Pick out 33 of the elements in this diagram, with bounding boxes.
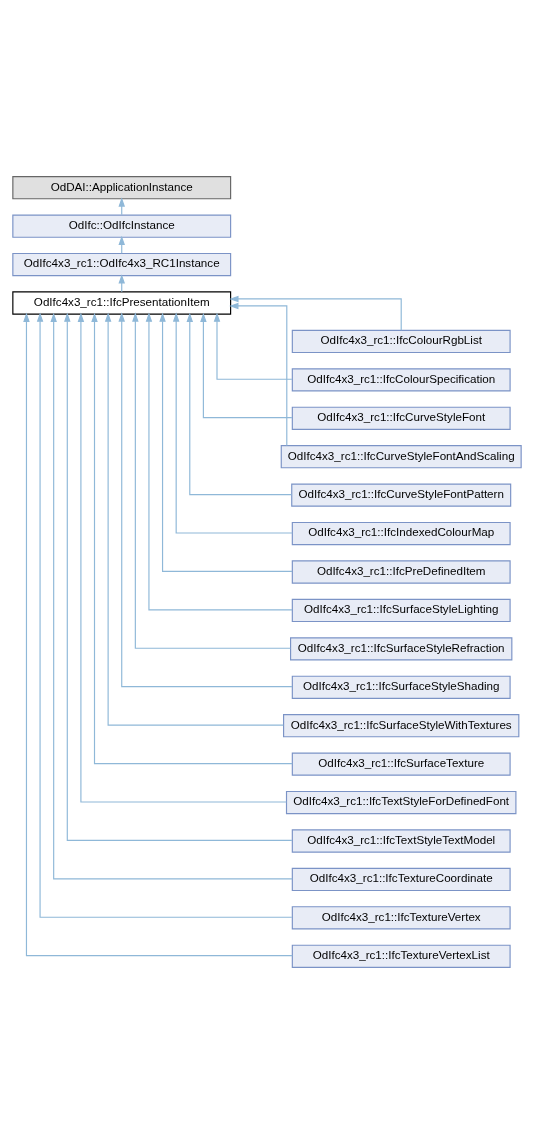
arrow [186,312,293,496]
node-box: OdIfc4x3_rc1::OdIfc4x3_RC1Instance [12,252,232,277]
node-box: OdIfc4x3_rc1::IfcSurfaceStyleLighting [291,598,511,623]
arrow [104,312,284,726]
node-box: OdIfc4x3_rc1::IfcCurveStyleFont [291,406,511,430]
arrow [159,312,293,572]
node-box: OdIfc4x3_rc1::IfcTextureCoordinate [291,867,511,892]
arrow [229,295,402,331]
arrow [200,312,293,419]
arrow [172,312,293,534]
node-box: OdIfc4x3_rc1::IfcTextureVertex [291,906,511,930]
node-box: OdIfc4x3_rc1::IfcCurveStyleFontPattern [291,483,512,507]
node-box: OdIfc4x3_rc1::IfcColourRgbList [291,329,511,354]
node-box: OdIfc4x3_rc1::IfcSurfaceTexture [291,752,511,776]
arrow [145,312,293,611]
node-box: OdIfc::OdIfcInstance [12,214,232,238]
node-box: OdIfc4x3_rc1::IfcSurfaceStyleRefraction [290,637,513,661]
arrow [229,302,288,446]
arrow [132,312,291,649]
node-box: OdIfc4x3_rc1::IfcTextureVertexList [291,944,511,968]
node-box: OdIfc4x3_rc1::IfcSurfaceStyleShading [291,675,511,699]
node-box: OdIfc4x3_rc1::IfcTextStyleTextModel [291,829,511,853]
node-box: OdIfc4x3_rc1::IfcSurfaceStyleWithTextures [283,714,520,738]
node-box: OdIfc4x3_rc1::IfcPresentationItem [12,291,232,315]
node-box: OdDAI::ApplicationInstance [12,176,232,200]
node-box: OdIfc4x3_rc1::IfcColourSpecification [291,368,511,392]
node-box: OdIfc4x3_rc1::IfcIndexedColourMap [291,521,511,546]
node-box: OdIfc4x3_rc1::IfcCurveStyleFontAndScaling [280,445,522,469]
arrow [118,312,293,688]
node-box: OdIfc4x3_rc1::IfcPreDefinedItem [291,560,511,584]
node-box: OdIfc4x3_rc1::IfcTextStyleForDefinedFont [285,790,517,815]
arrow [91,312,293,765]
arrow [213,312,293,380]
